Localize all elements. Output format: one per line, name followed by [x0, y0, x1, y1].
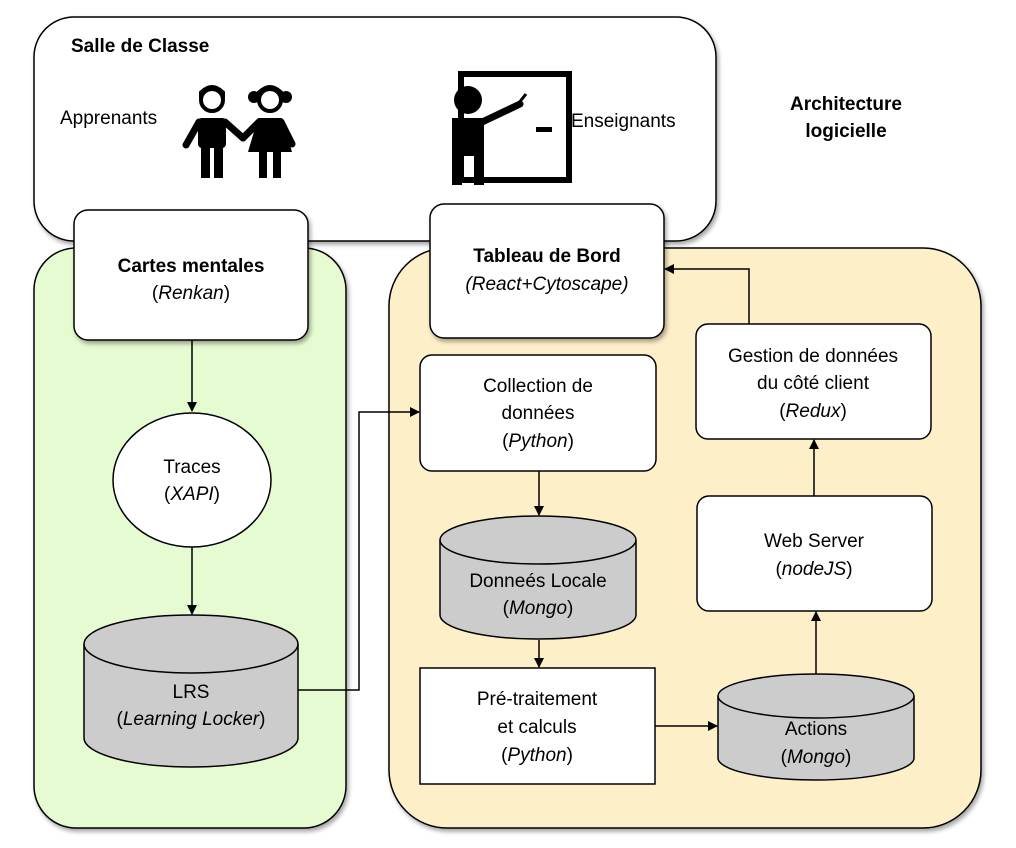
learners-label: Apprenants: [60, 108, 157, 129]
mindmaps-title: Cartes mentales: [118, 256, 265, 277]
architecture-label-line2: logicielle: [805, 121, 886, 142]
web-server-node: Web Server (nodeJS): [696, 495, 933, 612]
arrow-lrs-to-collection: [298, 407, 420, 691]
teacher-icon: [452, 71, 572, 185]
actions-title: Actions: [785, 719, 847, 740]
classroom-title: Salle de Classe: [71, 36, 209, 57]
learners-icon: [182, 85, 296, 178]
teachers-label: Enseignants: [571, 111, 676, 132]
web-server-title: Web Server: [764, 531, 865, 552]
lrs-database: LRS (Learning Locker): [83, 614, 299, 768]
traces-title: Traces: [163, 457, 220, 478]
collection-tech: (Python): [502, 431, 574, 452]
local-data-tech: (Mongo): [503, 598, 574, 619]
classroom-panel: Salle de Classe Apprenants Enseignants: [33, 16, 717, 242]
actions-tech: (Mongo): [781, 747, 852, 768]
lrs-title: LRS: [173, 682, 210, 703]
mindmaps-node: Cartes mentales (Renkan): [73, 209, 309, 341]
preprocessing-tech: (Python): [501, 745, 573, 766]
dashboard-node: Tableau de Bord (React+Cytoscape): [429, 203, 665, 339]
local-data-title: Donneés Locale: [469, 571, 606, 592]
arrow-client-to-dashboard: [664, 264, 750, 324]
preprocessing-node: Pré-traitement et calculs (Python): [419, 667, 656, 785]
dashboard-title: Tableau de Bord: [473, 246, 620, 267]
collection-line2: données: [502, 403, 575, 424]
traces-node: Traces (XAPI): [112, 412, 272, 548]
client-data-node: Gestion de données du côté client (Redux…: [695, 323, 932, 440]
preprocessing-line1: Pré-traitement: [477, 689, 598, 710]
lrs-tech: (Learning Locker): [117, 709, 266, 730]
client-data-line2: du côté client: [757, 373, 870, 394]
dashboard-tech: (React+Cytoscape): [465, 274, 628, 295]
preprocessing-line2: et calculs: [497, 717, 576, 738]
actions-database: Actions (Mongo): [717, 673, 915, 781]
web-server-tech: (nodeJS): [775, 559, 852, 580]
mindmaps-tech: (Renkan): [152, 283, 230, 304]
collection-node: Collection de données (Python): [419, 354, 657, 472]
client-data-tech: (Redux): [779, 401, 847, 422]
traces-tech: (XAPI): [164, 484, 220, 505]
collection-line1: Collection de: [483, 376, 593, 397]
local-data-database: Donneés Locale (Mongo): [439, 515, 637, 640]
architecture-label-line1: Architecture: [790, 94, 902, 115]
client-data-line1: Gestion de données: [728, 346, 898, 367]
